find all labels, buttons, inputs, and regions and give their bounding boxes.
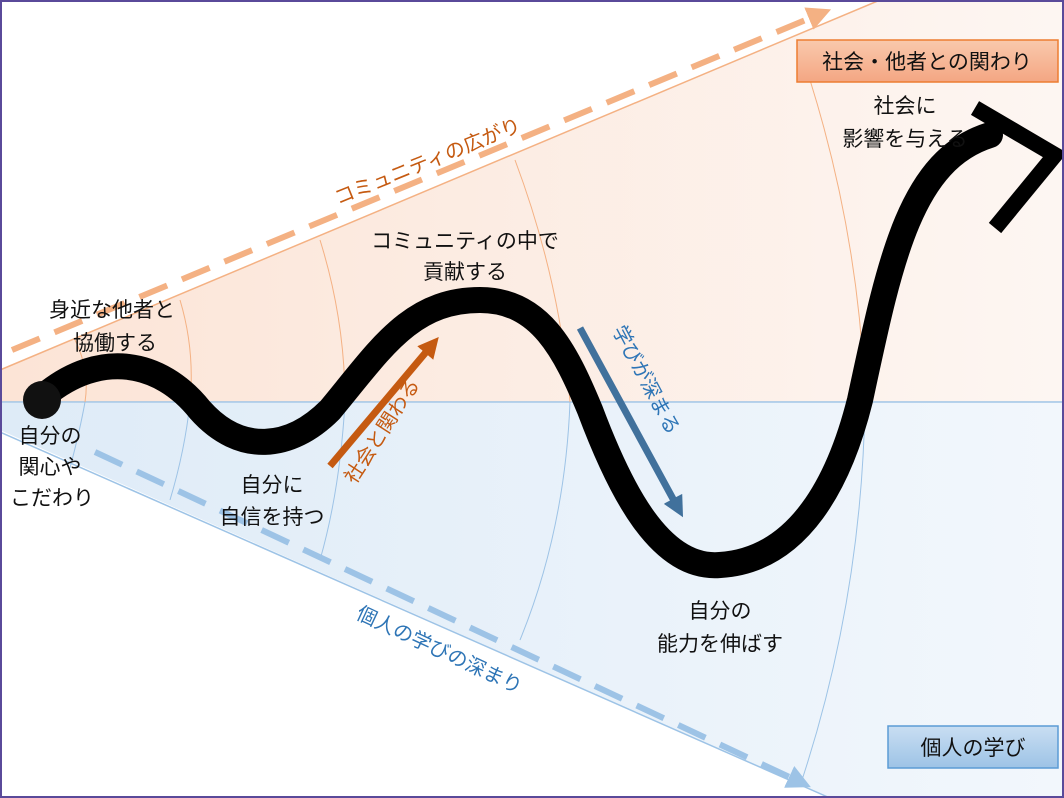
svg-text:社会に: 社会に <box>874 94 937 118</box>
svg-text:自分の: 自分の <box>19 424 82 448</box>
svg-text:影響を与える: 影響を与える <box>842 127 967 151</box>
svg-text:自信を持つ: 自信を持つ <box>220 505 325 529</box>
svg-text:自分に: 自分に <box>241 473 304 497</box>
stage-influence-society: 社会に 影響を与える <box>842 94 967 151</box>
stage-confidence: 自分に 自信を持つ <box>220 473 325 529</box>
personal-deepening-arrow <box>93 449 811 788</box>
svg-text:関心や: 関心や <box>19 455 82 479</box>
stage-own-interests: 自分の 関心や こだわり <box>10 424 94 510</box>
stage-collaborate: 身近な他者と 協働する <box>49 298 175 355</box>
social-region <box>0 0 1064 402</box>
community-spread-arrow <box>10 7 832 353</box>
growth-brush-path <box>23 101 1064 579</box>
svg-text:貢献する: 貢献する <box>423 260 507 284</box>
social-box: 社会・他者との関わり <box>796 39 1059 83</box>
svg-text:身近な他者と: 身近な他者と <box>49 298 175 322</box>
svg-text:コミュニティの中で: コミュニティの中で <box>371 229 559 253</box>
svg-text:社会・他者との関わり: 社会・他者との関わり <box>822 50 1032 74</box>
svg-text:能力を伸ばす: 能力を伸ばす <box>657 632 783 656</box>
stage-grow-ability: 自分の 能力を伸ばす <box>657 599 783 656</box>
engage-society-arrow <box>327 336 439 469</box>
svg-text:個人の学び: 個人の学び <box>921 736 1026 760</box>
social-boundary-line <box>0 0 881 371</box>
svg-text:こだわり: こだわり <box>10 486 94 510</box>
stage-contribute: コミュニティの中で 貢献する <box>371 229 559 284</box>
learning-deepens-arrow <box>576 326 684 518</box>
start-point <box>23 381 61 419</box>
svg-text:協働する: 協働する <box>73 331 157 355</box>
personal-boundary-line <box>0 431 831 798</box>
personal-box: 個人の学び <box>887 725 1059 769</box>
personal-region <box>0 403 1064 798</box>
svg-text:自分の: 自分の <box>689 599 752 623</box>
